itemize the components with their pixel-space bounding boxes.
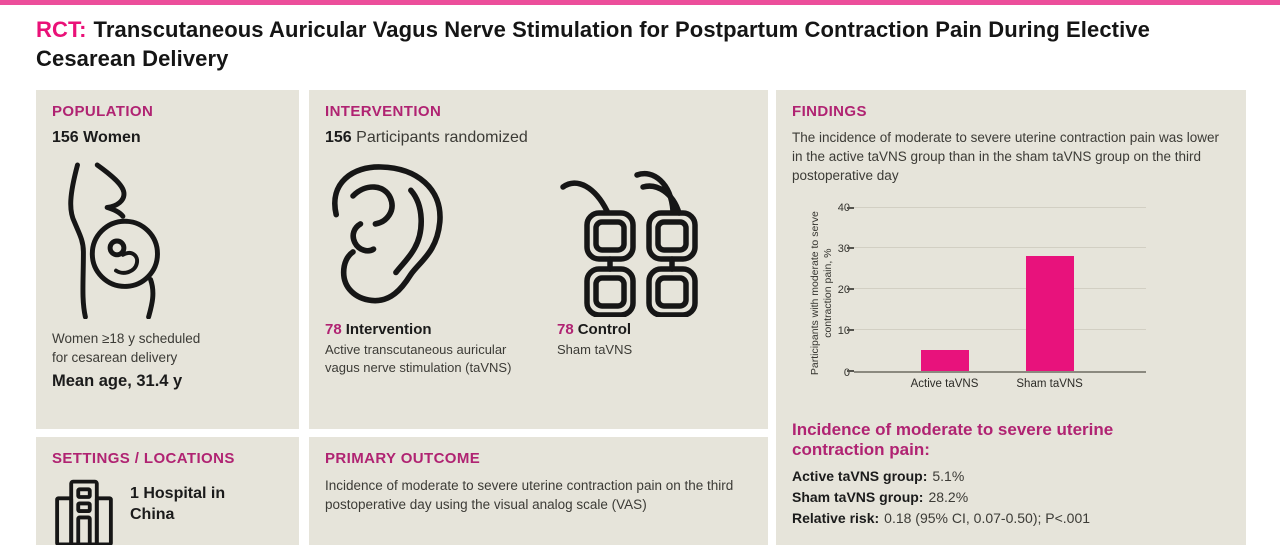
population-mean-age: Mean age, 31.4 y [52,371,183,390]
y-tick-mark [847,369,854,372]
y-tick-label: 30 [837,242,850,255]
population-description: Women ≥18 y scheduled for cesarean deliv… [52,331,201,365]
y-tick-mark [847,328,854,331]
arm1-description: Active transcutaneous auricular vagus ne… [325,342,512,375]
x-category-label: Active taVNS [910,377,979,390]
bar-sham-tavns [1025,255,1074,371]
intervention-heading: INTERVENTION [325,103,442,120]
panel-intervention: INTERVENTION 156 Participants randomized… [309,90,768,429]
stat-rr-value: 0.18 (95% CI, 0.07-0.50); P<.001 [884,509,1091,526]
page-title: RCT:Transcutaneous Auricular Vagus Nerve… [36,15,1226,74]
chart-y-axis-label-wrap: Participants with moderate to serve cont… [798,204,834,384]
title-text: Transcutaneous Auricular Vagus Nerve Sti… [36,17,1150,72]
stat-sham-value: 28.2% [928,488,969,505]
panel-settings-locations: SETTINGS / LOCATIONS 1 Hospital in China [36,437,299,545]
panel-primary-outcome: PRIMARY OUTCOME Incidence of moderate to… [309,437,768,545]
intervention-count: 156 Participants randomized [325,129,752,147]
settings-text: 1 Hospital in China [130,485,226,523]
title-prefix: RCT: [36,17,87,42]
bar-active-tavns [920,349,969,371]
gridline [854,206,1146,208]
y-tick-label: 40 [837,201,850,214]
arm2-description: Sham taVNS [557,342,633,357]
intervention-count-number: 156 [325,129,352,146]
gridline [854,328,1146,330]
arm1-label: Intervention [345,321,432,338]
stat-relative-risk: Relative risk:0.18 (95% CI, 0.07-0.50); … [792,508,1230,529]
y-tick-label: 10 [837,325,850,338]
arm1-n: 78 [325,321,342,338]
primary-outcome-text: Incidence of moderate to severe uterine … [325,478,734,512]
pregnant-woman-icon [60,161,283,324]
findings-heading: FINDINGS [792,103,867,120]
arm2-label: Control [577,321,632,338]
y-tick-label: 0 [843,366,850,379]
stat-sham-label: Sham taVNS group: [792,488,924,505]
intervention-count-label: Participants randomized [356,129,528,146]
stat-active-group: Active taVNS group:5.1% [792,466,1230,487]
settings-heading: SETTINGS / LOCATIONS [52,450,235,467]
findings-summary: The incidence of moderate to severe uter… [792,130,1219,183]
y-tick-mark [847,247,854,250]
hospital-icon [52,476,116,545]
panel-population: POPULATION 156 Women Women ≥18 y schedul… [36,90,299,429]
chart-category-labels: Active taVNS Sham taVNS [854,378,1146,396]
panel-findings: FINDINGS The incidence of moderate to se… [776,90,1246,545]
y-tick-mark [847,206,854,209]
chart-y-ticks: 0 10 20 30 40 [830,202,854,379]
gridline [854,247,1146,249]
top-accent-rule [0,0,1280,5]
stat-sham-group: Sham taVNS group:28.2% [792,487,1230,508]
gridline [854,288,1146,290]
bar-chart: Participants with moderate to serve cont… [798,202,1230,396]
arm2-n: 78 [557,321,574,338]
primary-outcome-heading: PRIMARY OUTCOME [325,450,481,467]
population-heading: POPULATION [52,103,154,120]
stat-active-value: 5.1% [932,467,965,484]
stat-active-label: Active taVNS group: [792,467,928,484]
x-category-label: Sham taVNS [1016,377,1083,390]
stat-rr-label: Relative risk: [792,509,880,526]
population-count: 156 Women [52,129,141,146]
chart-plot-area [847,206,1146,373]
results-heading: Incidence of moderate to severe uterine … [792,419,1114,459]
y-tick-mark [847,288,854,291]
ear-icon [325,153,557,321]
electrode-pads-icon [557,153,752,321]
y-tick-label: 20 [837,284,850,297]
